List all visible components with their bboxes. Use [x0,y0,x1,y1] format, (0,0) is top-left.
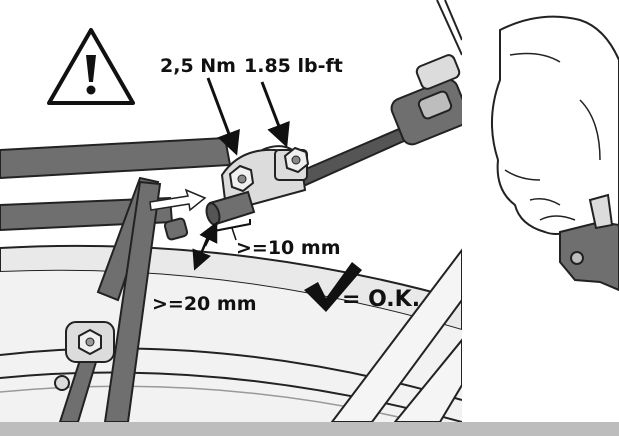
min-insert-label: >=10 mm [236,237,341,259]
bottom-bar [0,422,619,436]
rack-rail-top [0,136,232,180]
frame-tube-2 [393,338,462,422]
torque-nm-label: 2,5 Nm [160,55,236,77]
ok-label: = O.K. [342,287,420,312]
min-clearance-label: >=20 mm [152,293,257,315]
checkmark-icon [304,262,362,312]
frame-tube [330,248,462,422]
rack-strut-right [103,180,162,422]
arrow-icon [149,188,207,212]
rim-arc [0,371,462,422]
torque-lbft-label: 1.85 lb-ft [244,55,343,77]
